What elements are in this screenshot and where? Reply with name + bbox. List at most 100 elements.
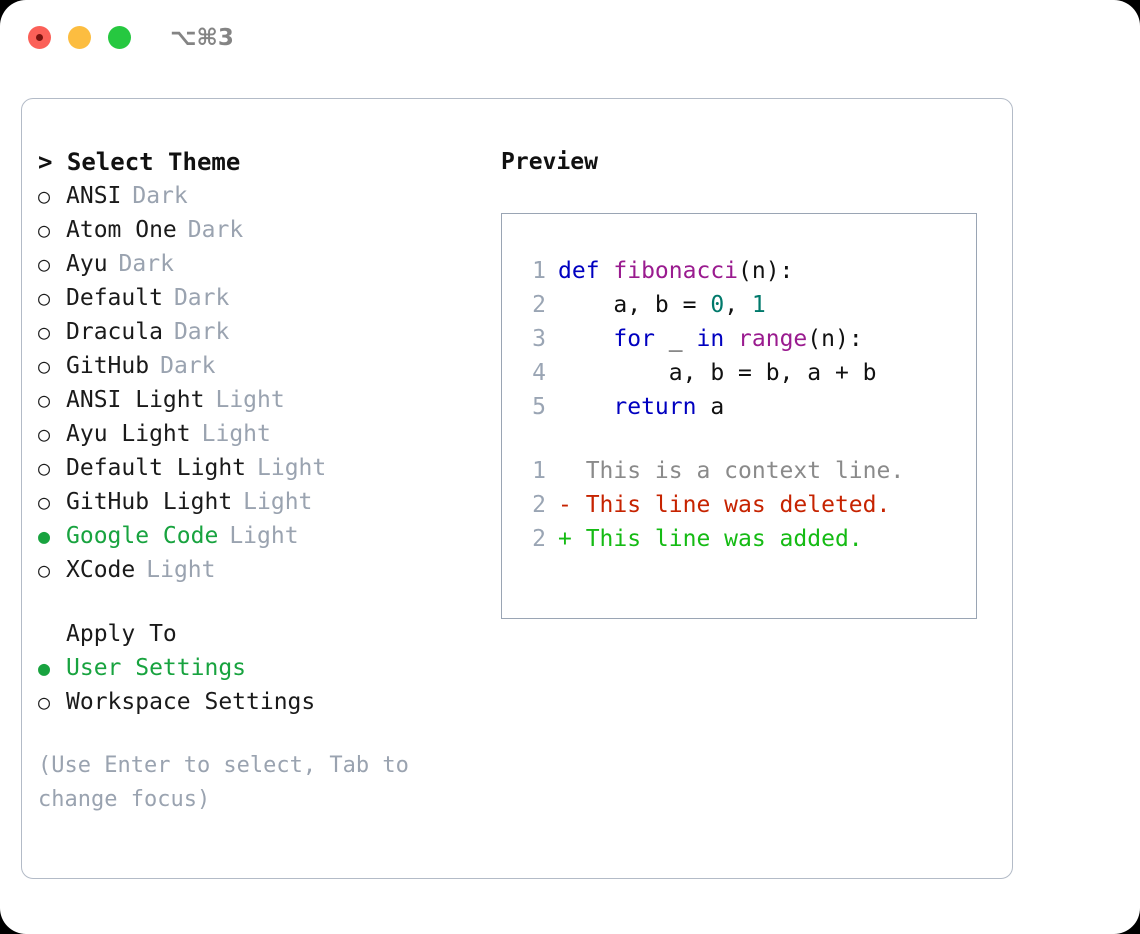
- theme-option[interactable]: ○ Ayu Light Light: [38, 417, 488, 451]
- code-token: _: [654, 326, 697, 352]
- code-token: in: [696, 326, 725, 352]
- radio-unselected-icon: ○: [38, 690, 51, 714]
- preview-heading: Preview: [501, 149, 598, 175]
- theme-option-kind: Dark: [187, 217, 244, 243]
- code-token: for: [613, 326, 655, 352]
- theme-option-label: Ayu Light: [66, 421, 191, 447]
- code-token: 1: [751, 292, 766, 318]
- code-line-text: def fibonacci(n):: [558, 254, 793, 288]
- preview-spacer: [516, 424, 968, 454]
- code-line: 5 return a: [516, 390, 968, 424]
- theme-option-kind: Light: [146, 557, 216, 583]
- radio-unselected-icon: ○: [38, 286, 51, 310]
- radio-selected-icon: ●: [38, 524, 51, 548]
- diff-line-text: + This line was added.: [558, 526, 863, 552]
- theme-option-kind: Light: [243, 489, 313, 515]
- code-token: [558, 394, 613, 420]
- diff-line: 2 + This line was added.: [516, 522, 968, 556]
- apply-to-option-label: Workspace Settings: [66, 689, 316, 715]
- theme-option-kind: Light: [257, 455, 327, 481]
- radio-unselected-icon: ○: [38, 456, 51, 480]
- theme-option-kind: Light: [229, 523, 299, 549]
- code-token: (n):: [807, 326, 863, 352]
- code-token: a: [696, 394, 725, 420]
- radio-unselected-icon: ○: [38, 320, 51, 344]
- diff-line: 2 - This line was deleted.: [516, 488, 968, 522]
- code-line: 4 a, b = b, a + b: [516, 356, 968, 390]
- theme-option[interactable]: ● Google Code Light: [38, 519, 488, 553]
- theme-option[interactable]: ○ XCode Light: [38, 553, 488, 587]
- theme-option-label: GitHub Light: [66, 489, 233, 515]
- code-line-number: 3: [532, 326, 546, 352]
- radio-selected-icon: ●: [38, 656, 51, 680]
- title-bar: ⌥⌘3: [0, 0, 1140, 80]
- theme-option-kind: Dark: [132, 183, 188, 209]
- code-token: [558, 326, 613, 352]
- radio-unselected-icon: ○: [38, 354, 51, 378]
- theme-option-kind: Light: [201, 421, 271, 447]
- diff-line-number: 1: [532, 458, 546, 484]
- code-line-text: a, b = 0, 1: [558, 288, 766, 322]
- code-line-number: 4: [532, 360, 546, 386]
- code-line-number: 2: [532, 292, 546, 318]
- theme-option-label: Google Code: [66, 523, 219, 549]
- code-token: ,: [724, 292, 752, 318]
- code-line-number: 5: [532, 394, 546, 420]
- theme-option-label: Default: [66, 285, 163, 311]
- theme-option[interactable]: ○ Default Light Light: [38, 451, 488, 485]
- apply-to-option[interactable]: ● User Settings: [38, 651, 488, 685]
- code-token: a, b = b, a + b: [558, 360, 877, 386]
- theme-option-label: Atom One: [66, 217, 177, 243]
- radio-unselected-icon: ○: [38, 388, 51, 412]
- diff-line-number: 2: [532, 526, 546, 552]
- radio-unselected-icon: ○: [38, 490, 51, 514]
- code-line-number: 1: [532, 258, 546, 284]
- code-line-text: for _ in range(n):: [558, 322, 863, 356]
- apply-to-option-label: User Settings: [66, 655, 247, 681]
- apply-to-option-list[interactable]: ● User Settings ○ Workspace Settings: [38, 651, 488, 719]
- code-line: 3 for _ in range(n):: [516, 322, 968, 356]
- diff-line-text: - This line was deleted.: [558, 492, 891, 518]
- diff-line-text: This is a context line.: [558, 458, 905, 484]
- code-line: 1 def fibonacci(n):: [516, 254, 968, 288]
- theme-option-kind: Dark: [118, 251, 174, 277]
- radio-unselected-icon: ○: [38, 558, 51, 582]
- theme-option-kind: Dark: [160, 353, 216, 379]
- apply-to-heading: Apply To: [66, 621, 177, 647]
- diff-line-number: 2: [532, 492, 546, 518]
- theme-option-label: XCode: [66, 557, 136, 583]
- radio-unselected-icon: ○: [38, 252, 51, 276]
- code-token: range: [738, 326, 808, 352]
- code-token: a, b =: [558, 292, 711, 318]
- apply-to-section: Apply To ● User Settings ○ Workspace Settin…: [38, 617, 488, 719]
- radio-unselected-icon: ○: [38, 422, 51, 446]
- minimize-button[interactable]: [68, 26, 91, 49]
- theme-option-label: Default Light: [66, 455, 247, 481]
- code-line-text: a, b = b, a + b: [558, 356, 877, 390]
- code-token: (n):: [738, 258, 794, 284]
- theme-option-label: ANSI: [66, 183, 122, 209]
- code-line-text: return a: [558, 390, 724, 424]
- close-button[interactable]: [28, 26, 51, 49]
- code-token: def: [558, 258, 614, 284]
- theme-option[interactable]: ○ GitHub Light Light: [38, 485, 488, 519]
- apply-to-option[interactable]: ○ Workspace Settings: [38, 685, 488, 719]
- theme-option-kind: Light: [215, 387, 285, 413]
- diff-line: 1 This is a context line.: [516, 454, 968, 488]
- code-line: 2 a, b = 0, 1: [516, 288, 968, 322]
- select-theme-heading: > Select Theme: [38, 148, 241, 176]
- code-token: 0: [710, 292, 725, 318]
- maximize-button[interactable]: [108, 26, 131, 49]
